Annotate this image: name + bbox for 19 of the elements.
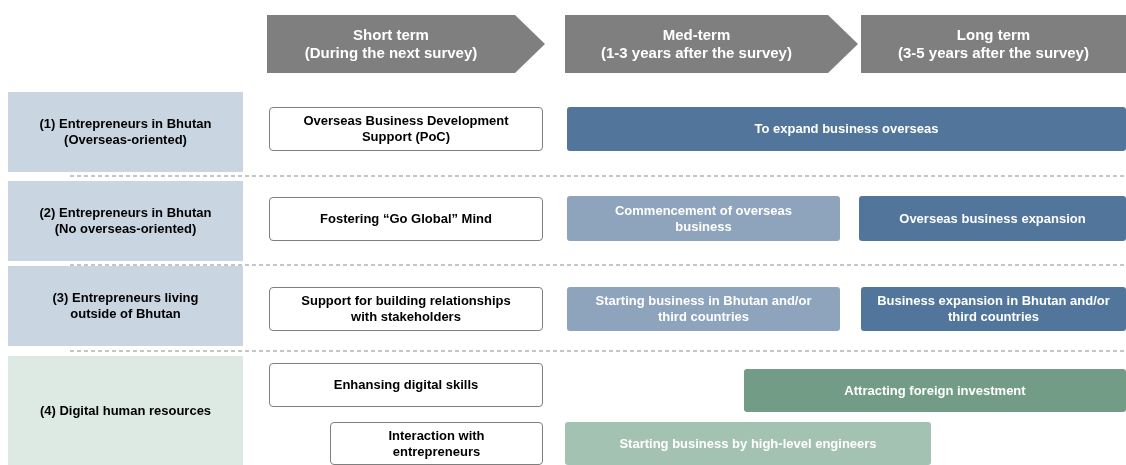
activity-box: Overseas Business Development Support (PoC) (269, 107, 543, 151)
goal-bar: Attracting foreign investment (744, 369, 1126, 412)
goal-bar: To expand business overseas (567, 107, 1126, 151)
activity-box: Fostering “Go Global” Mind (269, 197, 543, 241)
activity-box: Enhansing digital skills (269, 363, 543, 407)
activity-box: Support for building relationships with stakeholders (269, 287, 543, 331)
activity-box: Interaction with entrepreneurs (330, 422, 543, 465)
row-header: (4) Digital human resources (8, 356, 243, 465)
goal-bar: Commencement of overseas business (567, 196, 840, 241)
goal-bar: Starting business in Bhutan and/or third countries (567, 287, 840, 331)
goal-bar: Overseas business expansion (859, 196, 1126, 241)
goal-bar: Business expansion in Bhutan and/or third countries (861, 287, 1126, 331)
row-header: (2) Entrepreneurs in Bhutan (No overseas-oriented) (8, 181, 243, 261)
row-header: (3) Entrepreneurs living outside of Bhutan (8, 266, 243, 346)
period-header: Med-term (1-3 years after the survey) (565, 15, 858, 73)
period-header: Long term (3-5 years after the survey) (861, 15, 1126, 73)
period-header: Short term (During the next survey) (267, 15, 545, 73)
row-header: (1) Entrepreneurs in Bhutan (Overseas-oriented) (8, 92, 243, 172)
goal-bar: Starting business by high-level engineers (565, 422, 931, 465)
